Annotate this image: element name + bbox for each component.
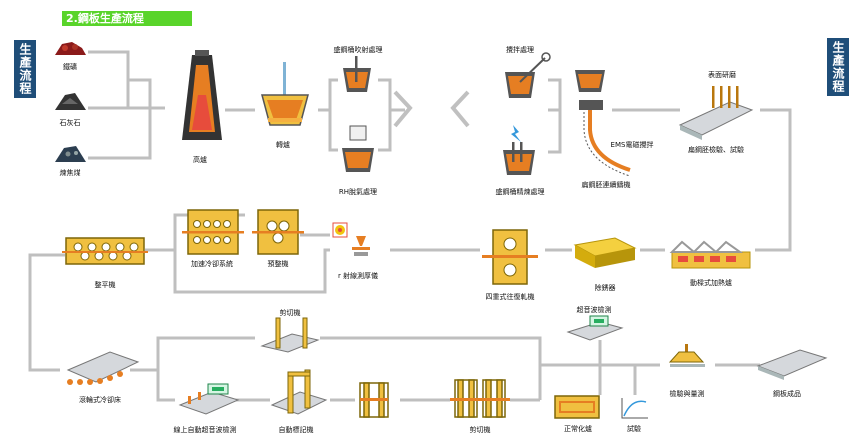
label-surface-grinding: 表面研磨 xyxy=(708,71,736,79)
label-limestone: 石灰石 xyxy=(59,119,81,127)
converter-icon xyxy=(261,62,309,126)
continuation-chevrons xyxy=(393,90,470,128)
label-leveler: 整平機 xyxy=(94,281,116,289)
cut-shear-icon xyxy=(260,317,320,353)
continuous-caster-icon xyxy=(575,70,631,177)
label-stirring: 攪拌處理 xyxy=(506,46,534,54)
shearing-machine-icon xyxy=(450,379,510,418)
ladle-refining-icon xyxy=(503,125,535,175)
coal-icon xyxy=(55,146,86,162)
side-label-right: 生產流程 xyxy=(827,38,849,96)
limestone-icon xyxy=(55,93,86,110)
testing-chart-icon xyxy=(621,398,648,419)
label-testing: 試驗 xyxy=(627,425,641,433)
label-online-ut: 線上自動超音波檢測 xyxy=(173,426,237,434)
ladle-blowing-icon xyxy=(343,56,371,92)
label-descaling: 除銹器 xyxy=(594,284,616,292)
label-ut-inspection: 超音波檢測 xyxy=(576,306,612,314)
ut-inspection-icon xyxy=(566,315,624,341)
label-rh-degassing: RH脫氣處理 xyxy=(338,188,378,196)
label-blast-furnace: 高爐 xyxy=(193,156,207,164)
stirring-icon xyxy=(505,52,551,98)
surface-grinding-icon xyxy=(678,86,754,140)
walking-beam-furnace-icon xyxy=(669,240,751,269)
iron-ore-icon xyxy=(55,42,86,55)
label-converter: 轉爐 xyxy=(276,141,290,149)
inspection-lamp-icon xyxy=(668,344,705,367)
label-ladle-blowing: 盛鋼桶吹射處理 xyxy=(333,46,383,54)
label-ems-stirring: EMS電磁攪拌 xyxy=(610,141,654,149)
cooling-bed-icon xyxy=(66,351,140,385)
label-inspection-measure: 檢驗與量測 xyxy=(669,390,705,398)
normalizing-furnace-icon xyxy=(554,395,600,419)
label-coal: 煉焦煤 xyxy=(59,169,81,177)
label-walking-furnace: 動樑式加熱爐 xyxy=(690,279,732,287)
auto-marking-icon xyxy=(270,369,328,415)
label-normalizing: 正常化爐 xyxy=(564,425,592,433)
label-pre-leveler: 預整機 xyxy=(267,260,289,268)
label-shearing-machine: 剪切機 xyxy=(469,426,491,434)
rh-degassing-icon xyxy=(342,125,374,172)
label-x-ray-gauge: r 射線測厚儀 xyxy=(337,272,379,280)
online-ut-icon xyxy=(178,383,240,415)
label-iron-ore: 鐵礦 xyxy=(63,63,77,71)
label-auto-marking: 自動標記機 xyxy=(278,426,314,434)
pre-leveler-icon xyxy=(252,209,304,255)
label-cooling-bed: 滾輪式冷卻床 xyxy=(79,396,121,404)
label-cut-shear: 剪切機 xyxy=(279,309,301,317)
label-ladle-refining: 盛鋼桶精煉處理 xyxy=(495,188,545,196)
label-slab-inspection: 扁鋼胚檢驗、試驗 xyxy=(688,146,744,154)
side-label-left: 生產流程 xyxy=(14,40,36,98)
shear-stand-icon xyxy=(359,382,389,418)
xray-gauge-icon xyxy=(332,222,370,256)
leveler-icon xyxy=(62,237,148,265)
label-continuous-casting: 扁鋼胚連續鑄機 xyxy=(581,181,631,189)
descaler-icon xyxy=(573,237,637,268)
finished-plate-icon xyxy=(756,349,828,380)
label-finished-plate: 鋼板成品 xyxy=(773,390,801,398)
label-accelerated-cooling: 加速冷卻系統 xyxy=(191,260,233,268)
four-high-mill-icon xyxy=(482,229,538,285)
page-title: 2.鋼板生產流程 xyxy=(62,11,192,26)
flow-lines xyxy=(28,50,792,402)
label-four-high-mill: 四重式往復軋機 xyxy=(485,293,535,301)
accelerated-cooling-icon xyxy=(182,209,244,255)
blast-furnace-icon xyxy=(182,50,222,140)
